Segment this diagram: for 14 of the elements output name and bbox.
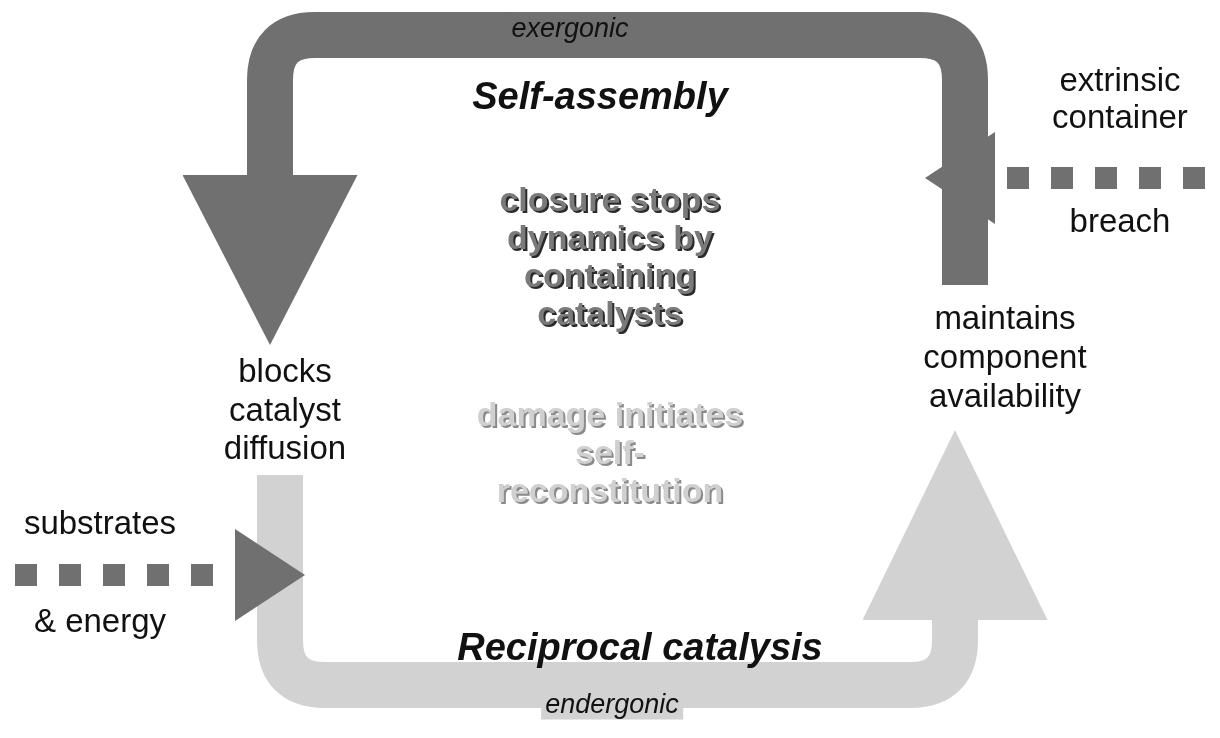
label-text: substrates [22,505,178,542]
curved-arrow [182,12,988,345]
cycle-title: Reciprocal catalysis [456,626,824,669]
label-text: breach [1068,203,1172,240]
node-text: blocks catalyst diffusion [222,351,348,469]
center-note: damage initiates self-reconstitution [475,395,745,510]
label-text: extrinsic container [1051,62,1189,136]
curved-arrow [257,430,1048,708]
center-note: closure stops dynamics by containing catalysts [498,180,722,333]
dashed-arrow [15,529,305,621]
label-text: & energy [32,603,168,640]
dashed-arrow [925,132,1205,224]
cycle-title: Self-assembly [471,75,731,118]
node-text: maintains component availability [922,299,1088,416]
